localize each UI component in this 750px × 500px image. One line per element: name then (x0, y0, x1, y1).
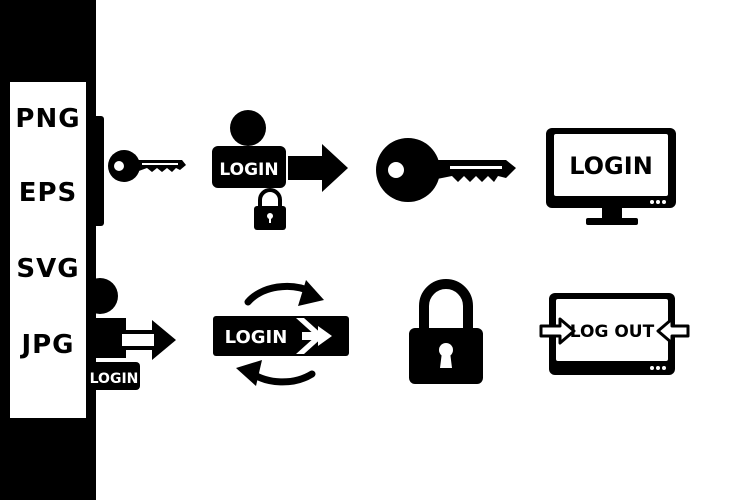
key-icon (376, 138, 516, 202)
sync-login-icon: LOGIN (213, 280, 349, 386)
sync-login-label: LOGIN (225, 327, 288, 348)
format-png: PNG (15, 104, 81, 134)
format-eps: EPS (18, 178, 78, 208)
format-list: PNG EPS SVG JPG (10, 82, 86, 418)
partial-user-login-icon: LOGIN (82, 278, 176, 390)
user-login-label: LOGIN (219, 160, 278, 180)
partial-key-icon (88, 116, 186, 226)
monitor-login-icon: LOGIN (546, 128, 676, 225)
format-jpg: JPG (21, 330, 75, 360)
monitor-login-label: LOGIN (569, 152, 653, 180)
format-svg: SVG (16, 254, 80, 284)
padlock-icon (409, 279, 483, 384)
partial-login-label: LOGIN (90, 371, 139, 387)
logout-label: LOG OUT (570, 322, 655, 342)
user-login-icon: LOGIN (212, 110, 348, 230)
logout-icon: LOG OUT (539, 293, 690, 375)
